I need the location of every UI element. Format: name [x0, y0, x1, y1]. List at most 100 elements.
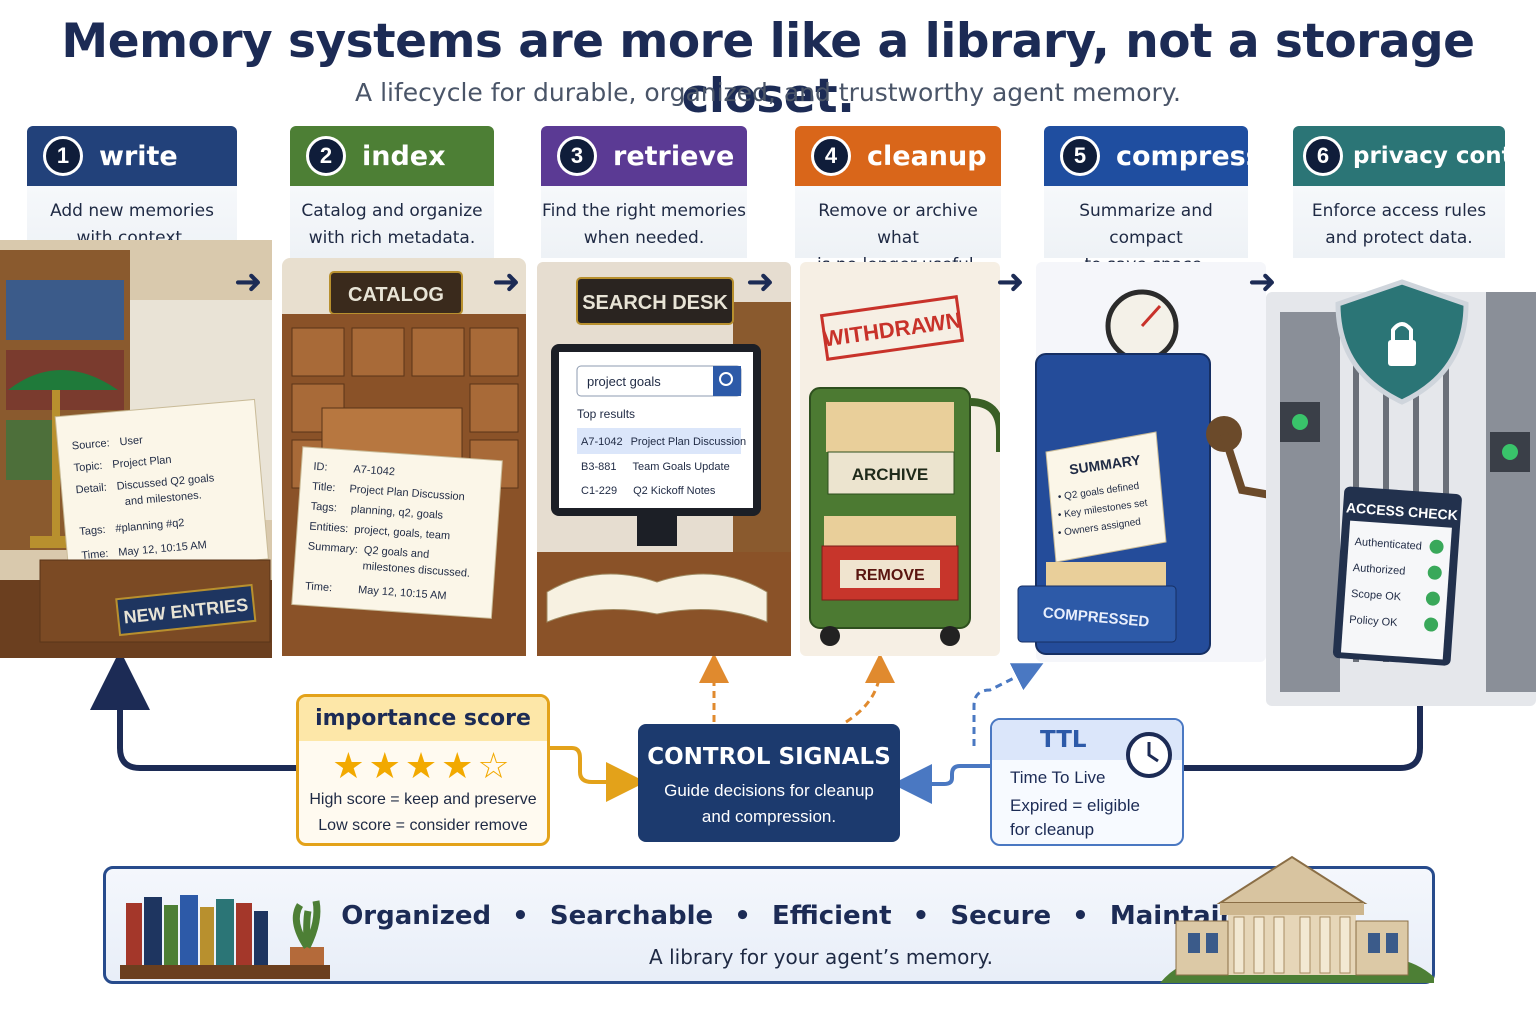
stage-desc-line: when needed. [583, 228, 705, 248]
check-icon [1429, 539, 1444, 554]
importance-title: importance score [299, 697, 547, 741]
stage-index-header: 2 index [290, 126, 494, 186]
search-desk-sign: SEARCH DESK [582, 292, 728, 314]
stage-desc-line: Summarize and compact [1079, 201, 1213, 248]
stage-description: Find the right memories when needed. [541, 186, 747, 258]
stage-desc-line: and protect data. [1325, 228, 1473, 248]
check-icon [1424, 617, 1439, 632]
check-item: Scope OK [1351, 588, 1403, 604]
stage-write: 1 write Add new memories with context. [27, 126, 237, 258]
stage-title: compress [1116, 140, 1262, 172]
stage-retrieve-header: 3 retrieve [541, 126, 747, 186]
banner-item: Searchable [549, 901, 714, 931]
catalog-sign: CATALOG [348, 284, 444, 306]
stage-number: 1 [43, 136, 83, 176]
check-icon [1427, 565, 1442, 580]
stage-write-header: 1 write [27, 126, 237, 186]
star-filled-icon: ★ [441, 745, 478, 786]
flow-arrow-icon: ➜ [996, 263, 1025, 301]
access-check-panel: ACCESS CHECK Authenticated Authorized Sc… [1332, 486, 1462, 666]
importance-line: High score = keep and preserve [309, 791, 537, 808]
stage-privacy-header: 6 privacy control [1293, 126, 1536, 186]
stage-retrieve: 3 retrieve Find the right memories when … [541, 126, 747, 258]
bookshelf-icon [120, 895, 330, 979]
stage-desc-line: Find the right memories [542, 201, 746, 221]
check-item: Authorized [1352, 562, 1405, 578]
clock-icon [1126, 732, 1172, 778]
stage-desc-line: Enforce access rules [1311, 201, 1487, 221]
stage-number: 5 [1060, 136, 1100, 176]
banner-item: Efficient [771, 901, 892, 931]
stage-description: Remove or archive what is no longer usef… [795, 186, 1001, 275]
stage-title: privacy control [1353, 143, 1536, 169]
card-field: Topic:Project Plan [73, 454, 172, 475]
archive-label: ARCHIVE [852, 465, 929, 484]
index-metadata-card: ID:A7-1042 Title:Project Plan Discussion… [291, 446, 503, 619]
index-illustration: CATALOG ID:A7-1042 Title:Project Plan Di… [282, 258, 526, 656]
stage-title: write [99, 140, 178, 172]
stage-title: retrieve [613, 140, 735, 172]
banner-separator: • [912, 901, 930, 931]
control-signals-box: CONTROL SIGNALS Guide decisions for clea… [638, 724, 900, 842]
stage-desc-line: Catalog and organize [301, 201, 483, 221]
star-filled-icon: ★ [404, 745, 442, 786]
stage-description: Summarize and compact to save space. [1044, 186, 1248, 275]
card-field: Summary:Q2 goals and [307, 540, 429, 560]
memory-entry-card: Source:User Topic:Project Plan Detail:Di… [54, 398, 269, 577]
stage-title: cleanup [867, 140, 987, 172]
stage-desc-line: Remove or archive what [818, 201, 978, 248]
banner-separator: • [734, 901, 751, 931]
write-illustration: Source:User Topic:Project Plan Detail:Di… [0, 240, 272, 658]
importance-score-box: importance score ★★★★☆ High score = keep… [296, 694, 550, 846]
privacy-illustration: ACCESS CHECK Authenticated Authorized Sc… [1266, 279, 1536, 706]
stage-title: index [362, 140, 446, 172]
results-label: Top results [577, 407, 635, 421]
stage-description: Catalog and organize with rich metadata. [290, 186, 494, 258]
check-item: Policy OK [1349, 614, 1399, 629]
check-icon [1425, 591, 1440, 606]
stage-cleanup-header: 4 cleanup [795, 126, 1001, 186]
banner-separator: • [512, 901, 529, 931]
star-rating: ★★★★☆ [299, 745, 547, 787]
flow-arrow-icon: ➜ [492, 263, 521, 301]
stage-number: 6 [1303, 136, 1343, 176]
ttl-to-control-arrow [892, 764, 990, 804]
star-filled-icon: ★ [332, 745, 369, 786]
stage-cleanup: 4 cleanup Remove or archive what is no l… [795, 126, 1001, 275]
summary-paper [1045, 431, 1167, 563]
banner-separator: • [1072, 901, 1089, 931]
flow-arrow-icon: ➜ [234, 263, 263, 301]
bottom-banner: Organized • Searchable • Efficient • Sec… [103, 855, 1435, 984]
stage-index: 2 index Catalog and organize with rich m… [290, 126, 494, 258]
star-empty-icon: ☆ [477, 745, 514, 786]
card-field: ID:A7-1042 [313, 461, 395, 479]
cleanup-illustration: WITHDRAWN ARCHIVE REMOVE [800, 262, 1000, 656]
desk-lamp-icon [8, 370, 118, 390]
card-field: Source:User [71, 434, 143, 452]
loop-line-right [1184, 706, 1423, 771]
page-subtitle: A lifecycle for durable, organized, and … [355, 78, 1181, 107]
stage-number: 3 [557, 136, 597, 176]
importance-line: Low score = consider remove [318, 817, 528, 834]
check-item: Authenticated [1354, 536, 1422, 553]
banner-item: Secure [950, 901, 1052, 931]
banner-tagline: A library for your agent’s memory. [649, 945, 993, 969]
search-input: project goals [587, 374, 661, 389]
library-building-icon [1160, 855, 1434, 983]
remove-label: REMOVE [855, 567, 925, 584]
stage-compress-header: 5 compress [1044, 126, 1262, 186]
ttl-line: Time To Live [1010, 768, 1106, 787]
control-title: CONTROL SIGNALS [647, 744, 891, 770]
stage-number: 4 [811, 136, 851, 176]
ttl-to-compress-arrow [972, 663, 1044, 746]
ttl-box: TTL Time To Live Expired = eligible for … [990, 718, 1184, 846]
retrieve-illustration: SEARCH DESK project goals Top results A7… [537, 262, 791, 656]
page-title: Memory systems are more like a library, … [61, 14, 1475, 124]
stage-description: Enforce access rules and protect data. [1293, 186, 1505, 258]
search-icon [719, 372, 733, 386]
stage-desc-line: Add new memories [50, 201, 214, 221]
stage-desc-line: with rich metadata. [308, 228, 476, 248]
